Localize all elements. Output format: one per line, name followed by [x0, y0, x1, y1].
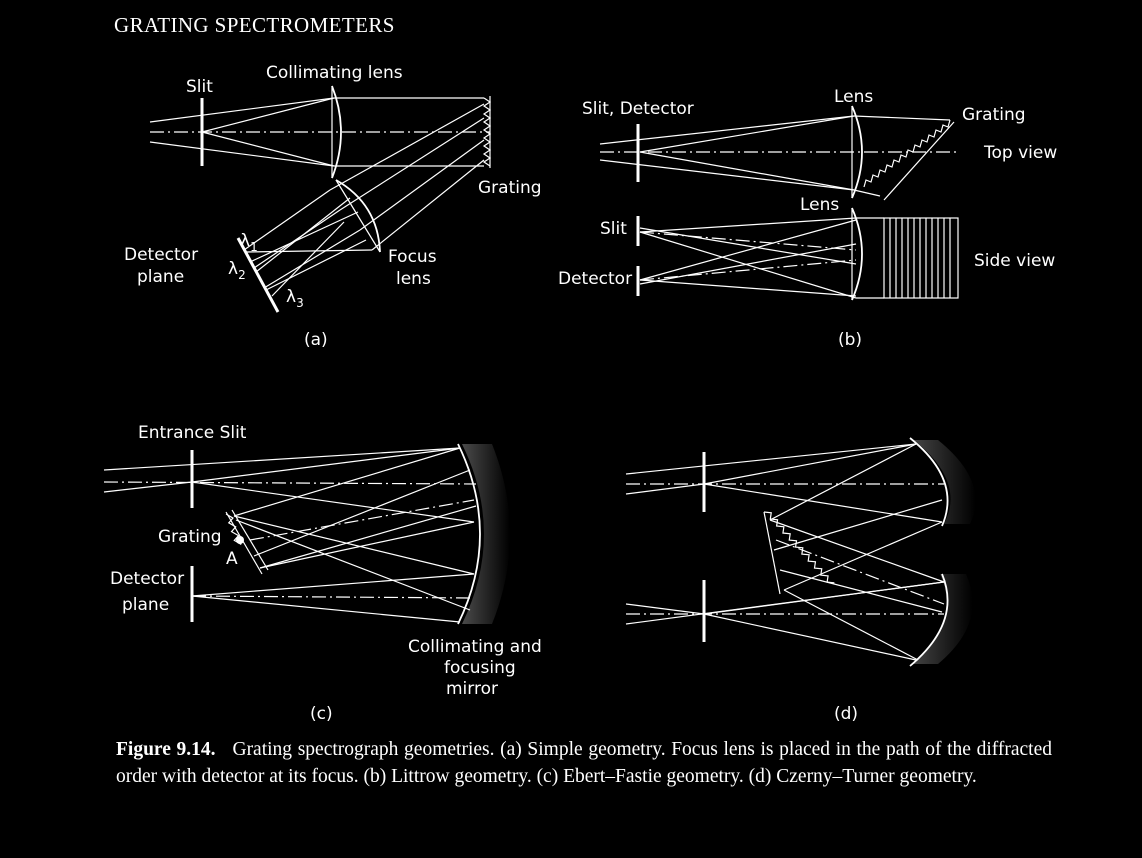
focus-lens-label-1: Focus [388, 247, 437, 267]
collimating-focusing-mirror [457, 443, 481, 625]
figure-number: Figure 9.14. [116, 739, 216, 760]
point-a-marker [236, 536, 244, 544]
lambda-2-label: λ2 [228, 259, 246, 282]
lambda-3-label: λ3 [286, 287, 304, 310]
grating-label-c: Grating [158, 527, 222, 547]
grating-c [225, 513, 242, 545]
detector-plane-label-c2: plane [122, 595, 169, 615]
slit-detector-label-b: Slit, Detector [582, 99, 694, 119]
caption-text: Grating spectrograph geometries. (a) Sim… [116, 739, 1052, 787]
grating-label-a: Grating [478, 178, 542, 198]
panel-b-littrow-geometry: Slit, Detector Lens Grating Top view Len… [558, 87, 1057, 350]
detector-plane-label-c1: Detector [110, 569, 184, 589]
lambda-1-label: λ1 [240, 231, 258, 254]
panel-c-label: (c) [310, 704, 333, 724]
entrance-slit-label: Entrance Slit [138, 423, 247, 443]
grating-label-b: Grating [962, 105, 1026, 125]
collimating-lens [331, 85, 342, 179]
detector-label-b: Detector [558, 269, 632, 289]
focus-lens [335, 179, 381, 253]
focus-lens-label-2: lens [396, 269, 431, 289]
top-view-label: Top view [983, 143, 1057, 163]
lens-label-b-side: Lens [800, 195, 839, 215]
slit-label-a: Slit [186, 77, 213, 97]
grating-d [763, 511, 835, 584]
grating-b-top [863, 119, 951, 188]
panel-d-label: (d) [834, 704, 858, 724]
side-view-label: Side view [974, 251, 1055, 271]
page-header: GRATING SPECTROMETERS [114, 13, 395, 37]
grating-grooves-b-side [889, 218, 951, 298]
detector-plane-label-a1: Detector [124, 245, 198, 265]
slit-label-b: Slit [600, 219, 627, 239]
panel-a-label: (a) [304, 330, 328, 350]
panel-a-simple-geometry: Slit Collimating lens Grating Detector p… [124, 63, 542, 350]
panel-b-label: (b) [838, 330, 862, 350]
point-a-label: A [226, 549, 238, 569]
panel-d-czerny-turner-geometry: (d) [625, 437, 976, 724]
mirror-label-c1: Collimating and [408, 637, 542, 657]
collimating-lens-label: Collimating lens [266, 63, 403, 83]
mirror-label-c2: focusing [444, 658, 516, 678]
collimating-mirror-d [909, 437, 949, 527]
panel-c-ebert-fastie-geometry: Entrance Slit Grating A Detector plane C… [103, 423, 542, 724]
mirror-label-c3: mirror [446, 679, 498, 699]
grating-a [482, 97, 492, 167]
lens-label-b-top: Lens [834, 87, 873, 107]
detector-plane-label-a2: plane [137, 267, 184, 287]
mirror-shading-d-bottom [912, 574, 973, 664]
grating-b-side [883, 217, 959, 299]
mirror-shading-d-top [914, 440, 976, 524]
figure-caption: Figure 9.14. Grating spectrograph geomet… [116, 736, 1052, 790]
mirror-shading-c [462, 444, 510, 624]
lens-b-top [851, 105, 863, 199]
focusing-mirror-d [909, 573, 949, 667]
detector-plane-a [236, 237, 280, 313]
lens-b-side [851, 207, 863, 301]
